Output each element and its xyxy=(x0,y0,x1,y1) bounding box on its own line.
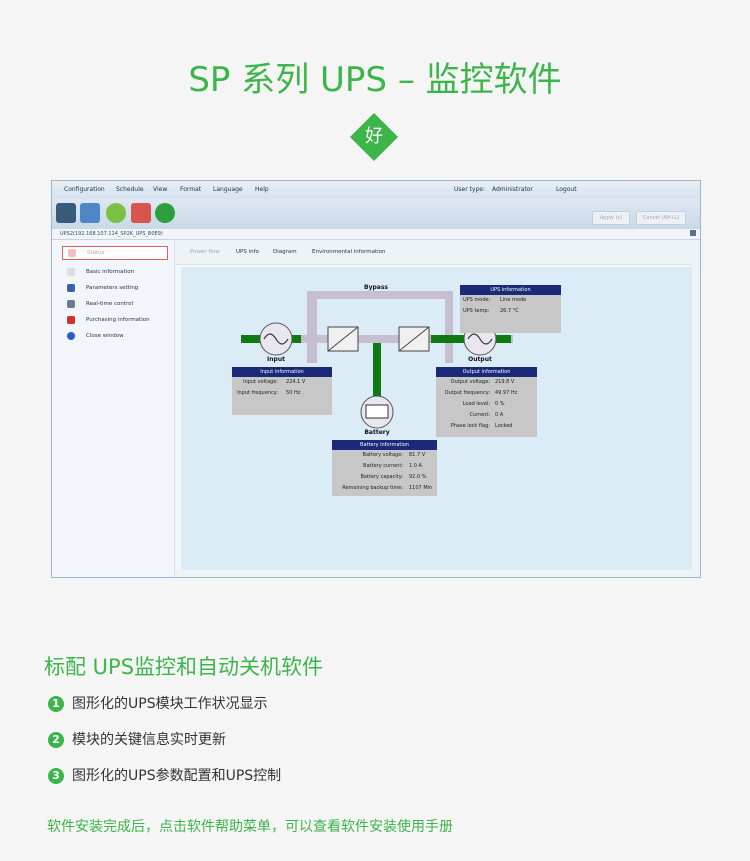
menu-help[interactable]: Help xyxy=(255,186,269,193)
document-icon[interactable] xyxy=(80,203,100,223)
settings-icon xyxy=(67,284,75,292)
toolbar: Apply (s) Cancel (Alt+L) xyxy=(52,199,700,229)
control-icon xyxy=(67,300,75,308)
ups-info-box: UPS information UPS mode:Line mode UPS t… xyxy=(460,285,561,333)
page-title: SP 系列 UPS – 监控软件 xyxy=(188,60,562,100)
input-info-box: Input information Input voltage:224.1 V … xyxy=(232,367,332,415)
section-subtitle: 标配 UPS监控和自动关机软件 xyxy=(44,655,324,679)
output-info-box: Output information Output voltage:219.8 … xyxy=(436,367,537,437)
menu-format[interactable]: Format xyxy=(180,186,202,193)
user-type-label: User type: xyxy=(454,186,486,193)
disc-icon[interactable] xyxy=(106,203,126,223)
device-path: UPS2(192.168.107.114_SP2K_UPS_B0E9) xyxy=(60,231,163,237)
close-icon xyxy=(67,332,75,340)
info-icon xyxy=(67,268,75,276)
menu-view[interactable]: View xyxy=(153,186,168,193)
bypass-right-riser xyxy=(445,291,453,363)
refresh-icon[interactable] xyxy=(155,203,175,223)
device-path-bar: UPS2(192.168.107.114_SP2K_UPS_B0E9) xyxy=(52,229,700,240)
battery-line xyxy=(373,343,381,401)
output-label: Output xyxy=(468,356,492,363)
badge-text: 好 xyxy=(365,126,383,147)
shutdown-icon[interactable] xyxy=(131,203,151,223)
power-flow-diagram: Bypass Input Output Battery UPS informat… xyxy=(181,267,692,570)
bypass-left-riser xyxy=(307,291,317,363)
bypass-label: Bypass xyxy=(364,284,388,291)
bypass-top-line xyxy=(307,291,453,299)
purchase-icon xyxy=(67,316,75,324)
tab-ups-info[interactable]: UPS info xyxy=(236,249,259,255)
cancel-button[interactable]: Cancel (Alt+L) xyxy=(636,211,686,225)
status-icon xyxy=(68,249,76,257)
menu-language[interactable]: Language xyxy=(213,186,243,193)
tab-environmental-information[interactable]: Environmental information xyxy=(312,249,386,255)
footer-note: 软件安装完成后，点击软件帮助菜单，可以查看软件安装使用手册 xyxy=(47,819,453,835)
sidebar-item-status[interactable]: Status xyxy=(62,246,168,260)
monitor-icon[interactable] xyxy=(56,203,76,223)
number-badge-icon: 1 xyxy=(48,696,64,712)
tab-power-flow[interactable]: Power flow xyxy=(190,249,220,255)
battery-info-box: Battery information Battery voltage:81.7… xyxy=(332,440,437,496)
menu-schedule[interactable]: Schedule xyxy=(116,186,144,193)
tab-bar: Power flow UPS info Diagram Environmenta… xyxy=(176,240,692,265)
logout-link[interactable]: Logout xyxy=(556,186,577,193)
close-tab-icon[interactable] xyxy=(690,230,696,236)
tab-diagram[interactable]: Diagram xyxy=(273,249,297,255)
input-label: Input xyxy=(267,356,285,363)
menu-bar: Configuration Schedule View Format Langu… xyxy=(52,181,700,199)
sidebar: Status Basic information Parameters sett… xyxy=(52,240,175,577)
user-type-value: Administrator xyxy=(492,186,533,193)
app-window: Configuration Schedule View Format Langu… xyxy=(51,180,701,578)
battery-label: Battery xyxy=(364,429,390,436)
number-badge-icon: 3 xyxy=(48,768,64,784)
menu-configuration[interactable]: Configuration xyxy=(64,186,105,193)
apply-button[interactable]: Apply (s) xyxy=(592,211,630,225)
number-badge-icon: 2 xyxy=(48,732,64,748)
main-content: Power flow UPS info Diagram Environmenta… xyxy=(176,240,692,570)
